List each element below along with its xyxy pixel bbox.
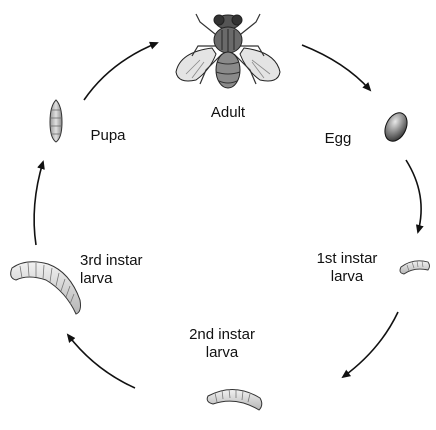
adult-fly-icon (175, 13, 281, 89)
pupa-icon (49, 99, 63, 143)
second-instar-label-line1: 2nd instar (189, 326, 255, 343)
third-instar-label: 3rd instar larva (80, 252, 164, 288)
arrow-1st-to-2nd-instar (341, 311, 399, 379)
third-instar-larva-icon (10, 261, 81, 315)
arrow-adult-to-egg (301, 44, 372, 92)
arrow-egg-to-1st-instar (405, 159, 424, 234)
first-instar-larva-icon (399, 260, 430, 275)
egg-icon (384, 112, 408, 142)
first-instar-label-line2: larva (330, 268, 364, 285)
third-instar-label-line1: 3rd instar (80, 252, 143, 269)
second-instar-larva-icon (206, 388, 263, 411)
first-instar-label: 1st instar larva (308, 250, 386, 286)
pupa-label: Pupa (90, 127, 126, 144)
cycle-arrows (33, 41, 424, 389)
second-instar-label: 2nd instar larva (180, 326, 264, 362)
third-instar-label-line2: larva (80, 270, 113, 287)
first-instar-label-line1: 1st instar (316, 250, 378, 267)
egg-label: Egg (324, 130, 352, 147)
arrow-pupa-to-adult (83, 41, 159, 101)
arrow-2nd-to-3rd-instar (66, 333, 136, 389)
adult-label: Adult (210, 104, 246, 121)
arrow-3rd-instar-to-pupa (33, 160, 45, 246)
second-instar-label-line2: larva (205, 344, 239, 361)
